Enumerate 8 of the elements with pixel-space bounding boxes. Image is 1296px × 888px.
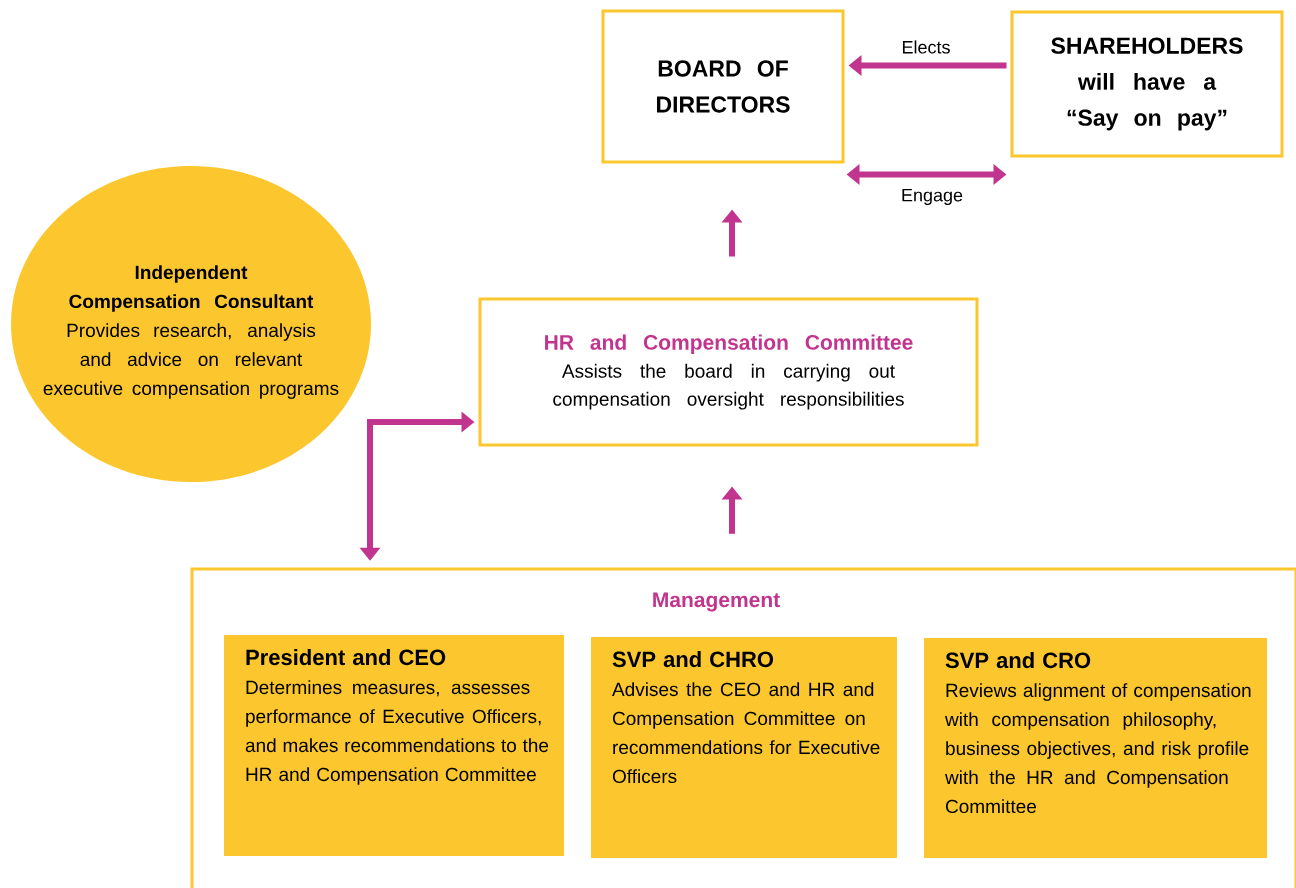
box: BOARD OF DIRECTORS <box>601 9 845 164</box>
box: HR and Compensation Committee Assists the board in carrying out compensation oversight responsibilities <box>478 297 979 447</box>
box: SHAREHOLDERS will have a “Say on pay” <box>1010 10 1284 158</box>
box: President and CEO Determines measures, assesses performance of Executive Officers, and makes recommendations to the HR and Compensation Committee <box>224 635 564 856</box>
edge-label: Engage <box>900 187 965 207</box>
box: SVP and CHRO Advises the CEO and HR and Compensation Committee on recommendations for Executive Officers <box>591 637 897 858</box>
edge-label: Elects <box>900 39 952 55</box>
box: SVP and CRO Reviews alignment of compensation with compensation philosophy, business objectives, and risk profile with the HR and Compensation Committee <box>924 638 1267 858</box>
